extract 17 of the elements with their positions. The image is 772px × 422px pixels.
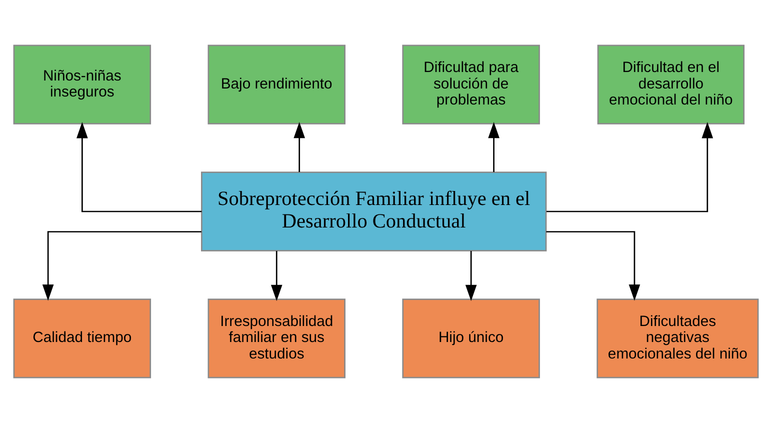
arrow: [76, 122, 202, 212]
node-box: Niños-niñas inseguros: [13, 44, 152, 124]
arrow: [488, 121, 500, 172]
arrow: [546, 230, 640, 300]
node-box: Sobreprotección Familiar influye en el Desarrollo Conductual: [201, 171, 547, 251]
node-box: Irresponsabilidad familiar en sus estudios: [208, 298, 346, 378]
node-box: Dificultad para solución de problemas: [402, 44, 540, 124]
arrow: [294, 121, 306, 172]
node-box: Dificultad en el desarrollo emocional del niño: [597, 44, 745, 124]
arrow: [270, 250, 282, 301]
node-box: Dificultades negativas emocionales del niño: [596, 298, 759, 378]
arrow: [546, 122, 714, 212]
node-box: Calidad tiempo: [13, 298, 152, 378]
node-box: Hijo único: [402, 298, 540, 378]
arrow: [42, 230, 202, 300]
node-box: Bajo rendimiento: [208, 44, 346, 124]
arrow: [465, 250, 477, 301]
